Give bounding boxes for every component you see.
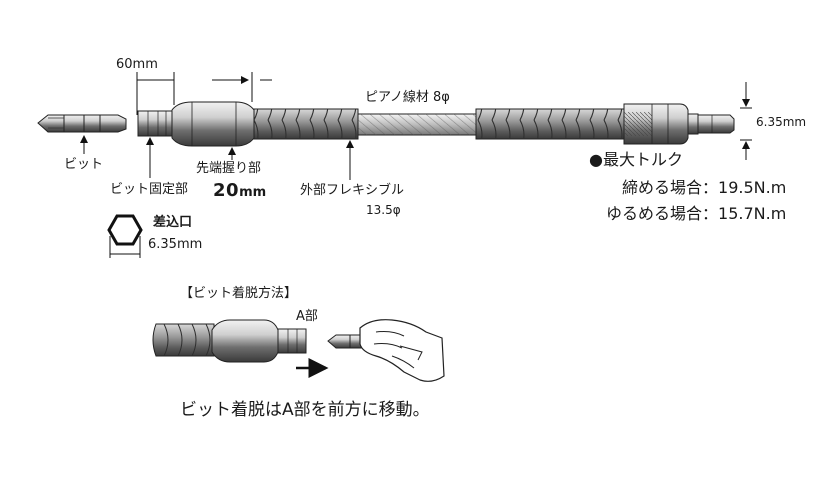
bit-holder-length-dimension: 60mm <box>116 57 158 72</box>
outer-flexible-diameter: 13.5φ <box>366 203 401 217</box>
tip-grip-drawing <box>171 101 255 147</box>
shank-size-dimension: 6.35mm <box>756 115 807 129</box>
piano-wire-label: ピアノ線材 8φ <box>365 90 450 105</box>
howto-illustration <box>152 319 445 382</box>
loosen-label: ゆるめる場合 <box>606 204 703 223</box>
howto-caption: ビット着脱はA部を前方に移動。 <box>180 400 430 420</box>
loosen-torque: ゆるめる場合：15.7N.m <box>606 204 787 223</box>
hex-shank-drawing <box>697 114 735 134</box>
hex-opening-drawing <box>107 214 143 246</box>
tighten-value: 19.5N.m <box>718 178 787 197</box>
tip-grip-label: 先端握り部 <box>196 161 262 176</box>
bit-label: ビット <box>64 157 104 172</box>
bit-drawing <box>37 114 127 133</box>
tip-grip-length: 20mm <box>213 182 266 200</box>
bit-holder-drawing <box>137 110 175 137</box>
loosen-value: 15.7N.m <box>718 204 787 223</box>
tip-grip-length-value: 20 <box>213 180 240 201</box>
outer-flexible-label: 外部フレキシブル <box>300 183 405 198</box>
insert-opening-label: 差込口 <box>153 215 193 230</box>
part-a-label: A部 <box>296 309 318 324</box>
bit-holder-label: ビット固定部 <box>110 182 189 197</box>
tighten-torque: 締める場合：19.5N.m <box>622 178 787 197</box>
tip-grip-length-unit: mm <box>239 185 267 200</box>
insert-size-label: 6.35mm <box>148 237 203 252</box>
howto-title: 【ビット着脱方法】 <box>180 286 298 301</box>
max-torque-title: ●最大トルク <box>589 150 683 169</box>
tighten-label: 締める場合 <box>622 178 703 197</box>
